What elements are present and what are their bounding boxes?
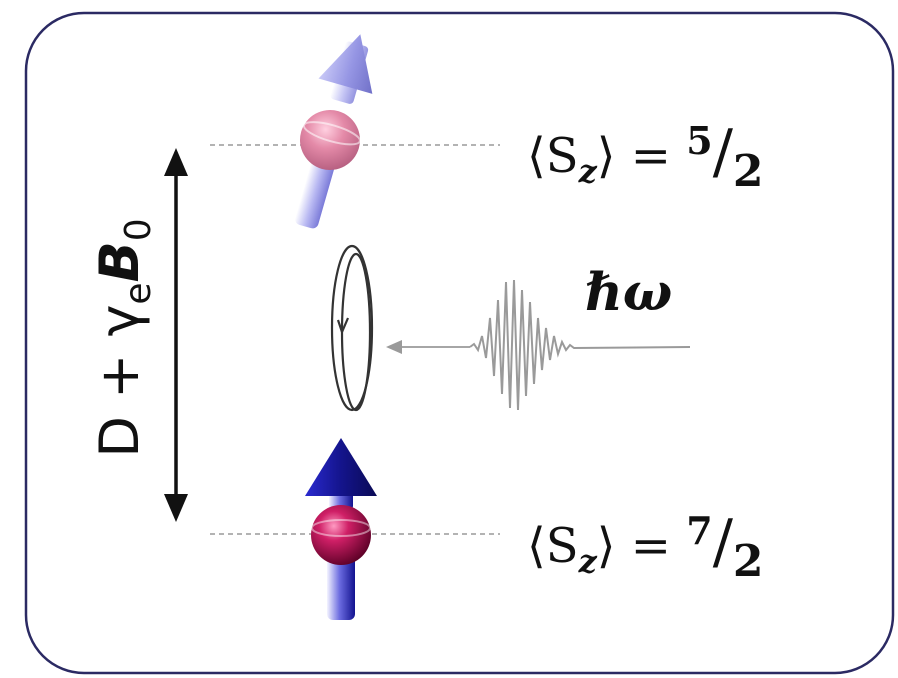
frame-border: [24, 11, 895, 675]
wave-packet-icon: [469, 279, 691, 411]
spin-tilted-arrow-icon: [295, 34, 373, 229]
energy-gap-arrow: [164, 148, 188, 522]
spin-up-arrow-icon: [305, 438, 377, 620]
energy-gap-label: D + γeB0: [88, 218, 159, 457]
photon-arrow: [386, 340, 470, 354]
upper-level-label: ⟨Sz⟩ = 5/2: [527, 117, 764, 197]
photon-label: ℏω: [585, 262, 672, 323]
precession-loop-icon: [330, 244, 374, 412]
lower-level-label: ⟨Sz⟩ = 7/2: [527, 507, 764, 587]
